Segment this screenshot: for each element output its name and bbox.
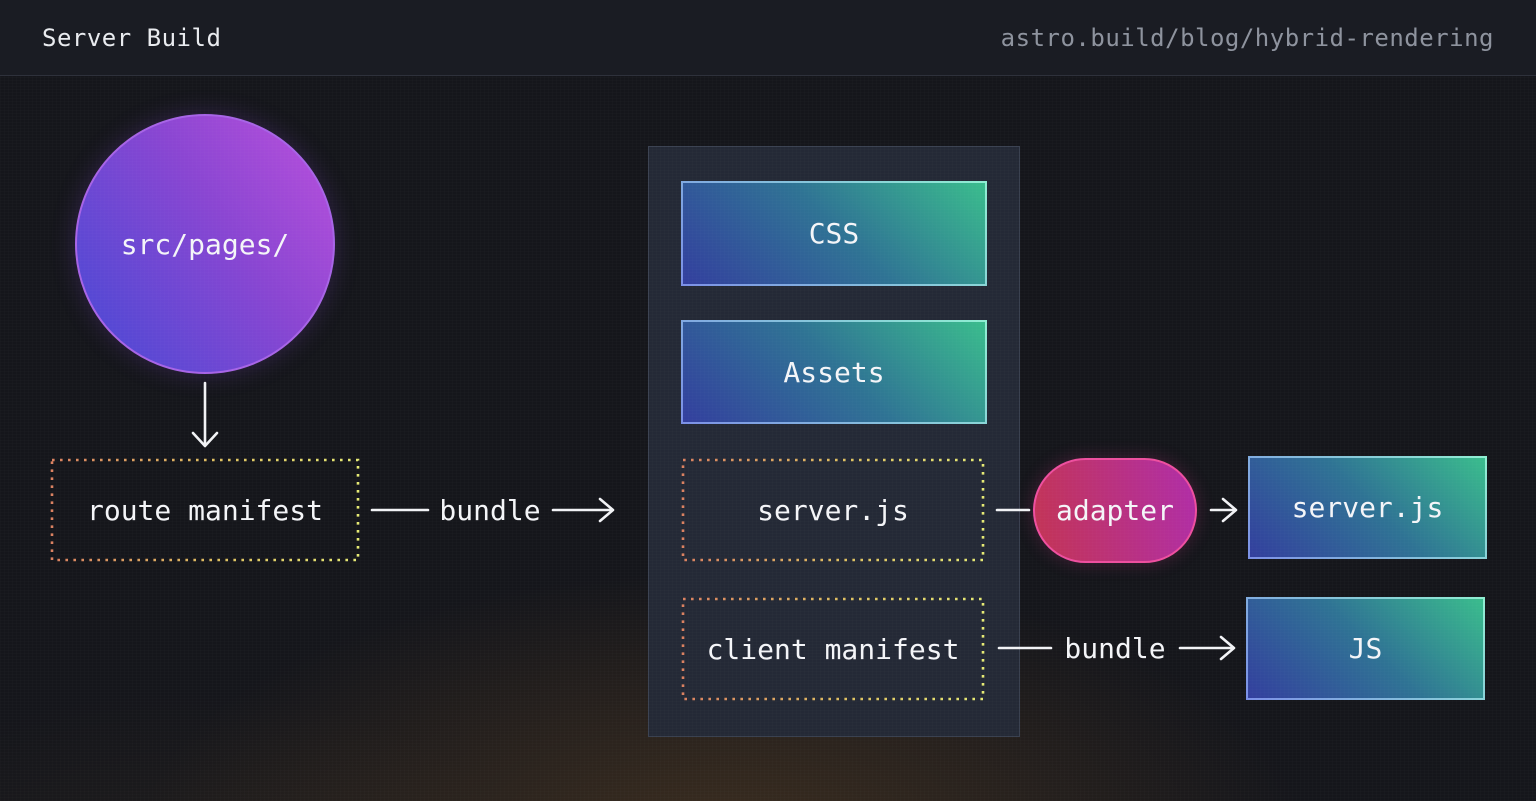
js-output-label: JS	[1348, 632, 1383, 665]
node-src-pages: src/pages/	[75, 114, 335, 374]
node-route-manifest: route manifest	[50, 458, 360, 562]
node-js-output: JS	[1246, 597, 1485, 700]
css-label: CSS	[808, 217, 860, 250]
window-title: Server Build	[42, 23, 222, 52]
edge-label-bundle-2: bundle	[1064, 632, 1166, 665]
route-manifest-label: route manifest	[86, 493, 323, 527]
server-js-output-label: server.js	[1291, 491, 1444, 524]
arrow-bundle-to-panel	[551, 497, 615, 523]
arrow-circle-to-route-manifest	[191, 381, 219, 448]
arrow-adapter-to-server-js-output	[1209, 497, 1238, 523]
node-css: CSS	[681, 181, 987, 286]
arrow-bundle-to-js-output	[1178, 635, 1236, 661]
adapter-label: adapter	[1055, 494, 1174, 527]
node-client-manifest: client manifest	[681, 597, 985, 701]
client-manifest-label: client manifest	[706, 632, 960, 666]
node-assets: Assets	[681, 320, 987, 424]
header-bar: Server Build astro.build/blog/hybrid-ren…	[0, 0, 1536, 76]
src-pages-label: src/pages/	[120, 227, 290, 261]
node-server-js: server.js	[681, 458, 985, 562]
header-url: astro.build/blog/hybrid-rendering	[1000, 23, 1494, 52]
assets-label: Assets	[783, 355, 885, 389]
edge-label-bundle-1: bundle	[439, 494, 541, 527]
node-adapter: adapter	[1033, 458, 1197, 563]
node-server-js-output: server.js	[1248, 456, 1487, 559]
diagram-canvas: src/pages/ route manifest CSS Assets ser…	[0, 76, 1536, 801]
server-js-label: server.js	[757, 493, 909, 527]
